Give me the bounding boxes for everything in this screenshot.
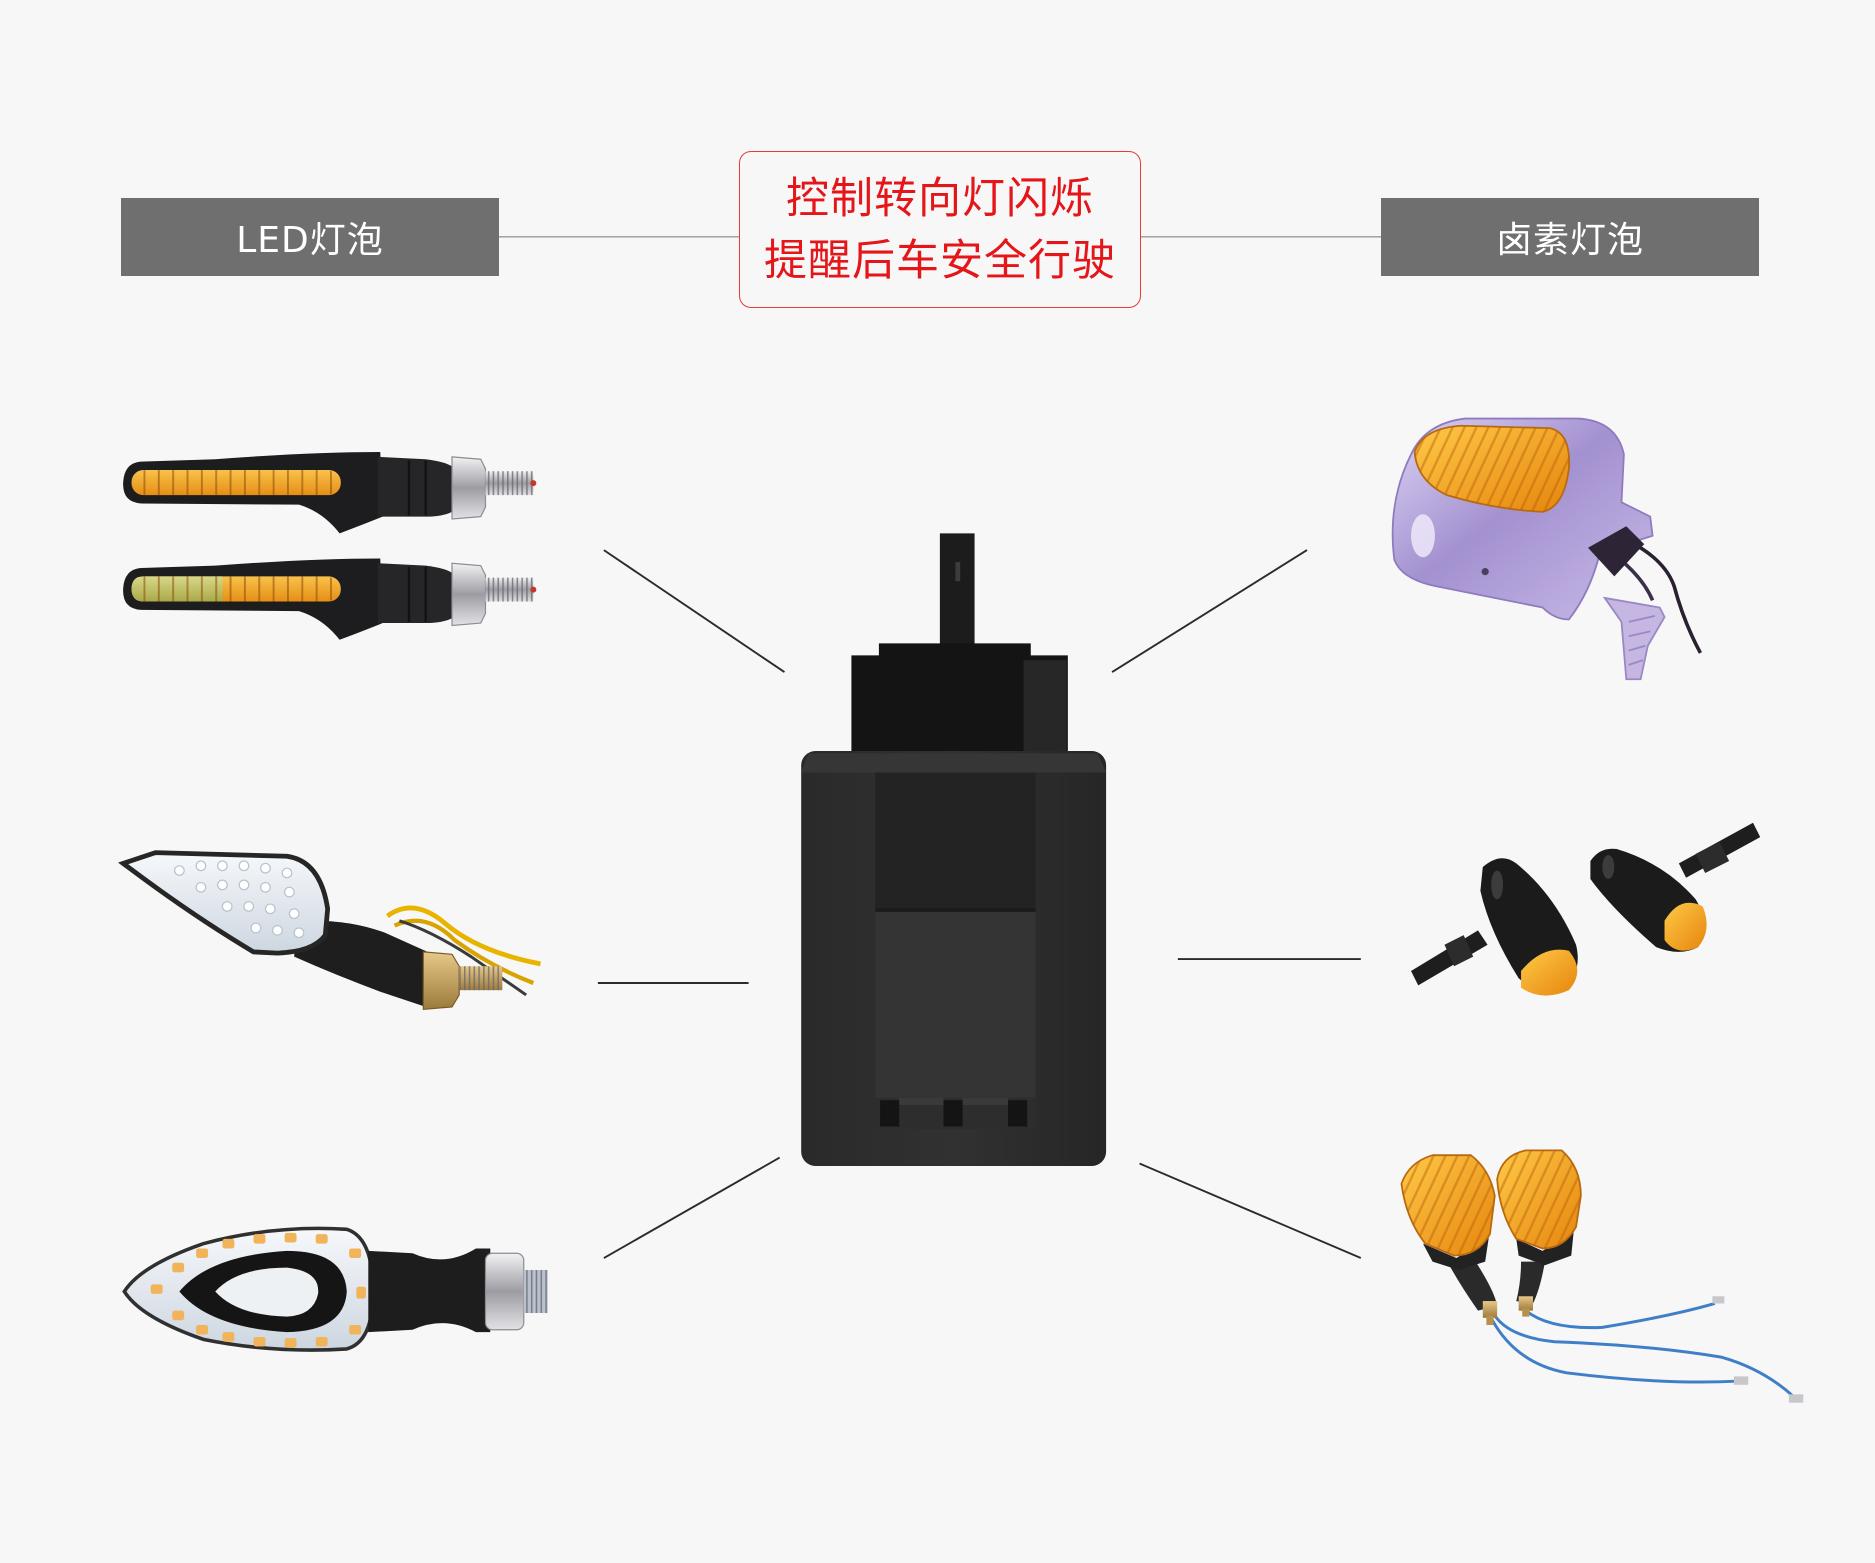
blue-wires [1491, 1302, 1795, 1398]
mounting-nut [451, 456, 487, 520]
amber-tip [1664, 902, 1707, 951]
led-arrow-indicator-icon [118, 850, 541, 1010]
bullet-indicator-right [1590, 822, 1761, 952]
flasher-relay-icon [801, 533, 1107, 1166]
led-sequential-indicator-icon [123, 452, 537, 640]
led-sequential-indicator-upper [123, 452, 537, 534]
brass-nut [422, 951, 460, 1010]
led-dots [173, 860, 305, 939]
connector-top-left [603, 549, 785, 673]
diamond-indicator-left [1400, 1154, 1498, 1325]
led-sequential-indicator-lower [123, 558, 537, 640]
relay-blade-terminal [939, 533, 975, 656]
callout-line-1: 控制转向灯闪烁 [786, 173, 1094, 224]
halogen-bulb-label-text: 卤素灯泡 [1495, 220, 1644, 261]
led-bulb-label-text: LED灯泡 [236, 220, 384, 261]
function-callout: 控制转向灯闪烁 提醒后车安全行驶 [739, 151, 1141, 308]
connector-bottom-left [603, 1156, 781, 1259]
led-drop-indicator-icon [122, 1226, 548, 1352]
mirror-bracket [1602, 596, 1666, 681]
mirror-turn-signal-icon [1391, 417, 1702, 681]
bullet-indicator-left [1411, 858, 1578, 996]
connector-bottom-right [1139, 1162, 1362, 1259]
amber-tip [1521, 949, 1578, 996]
amber-leds [150, 1232, 366, 1348]
connector-top-right [1111, 549, 1308, 673]
halogen-bulb-label: 卤素灯泡 [1381, 198, 1759, 276]
bullet-indicator-icon [1411, 822, 1761, 996]
mounting-nut [484, 1252, 525, 1331]
led-bulb-label: LED灯泡 [121, 198, 499, 276]
callout-line-2: 提醒后车安全行驶 [764, 235, 1116, 286]
relay-upper-housing [851, 643, 1068, 761]
diamond-indicator-right [1496, 1149, 1582, 1317]
diamond-indicator-icon [1400, 1149, 1804, 1403]
yellow-wire [386, 905, 541, 967]
